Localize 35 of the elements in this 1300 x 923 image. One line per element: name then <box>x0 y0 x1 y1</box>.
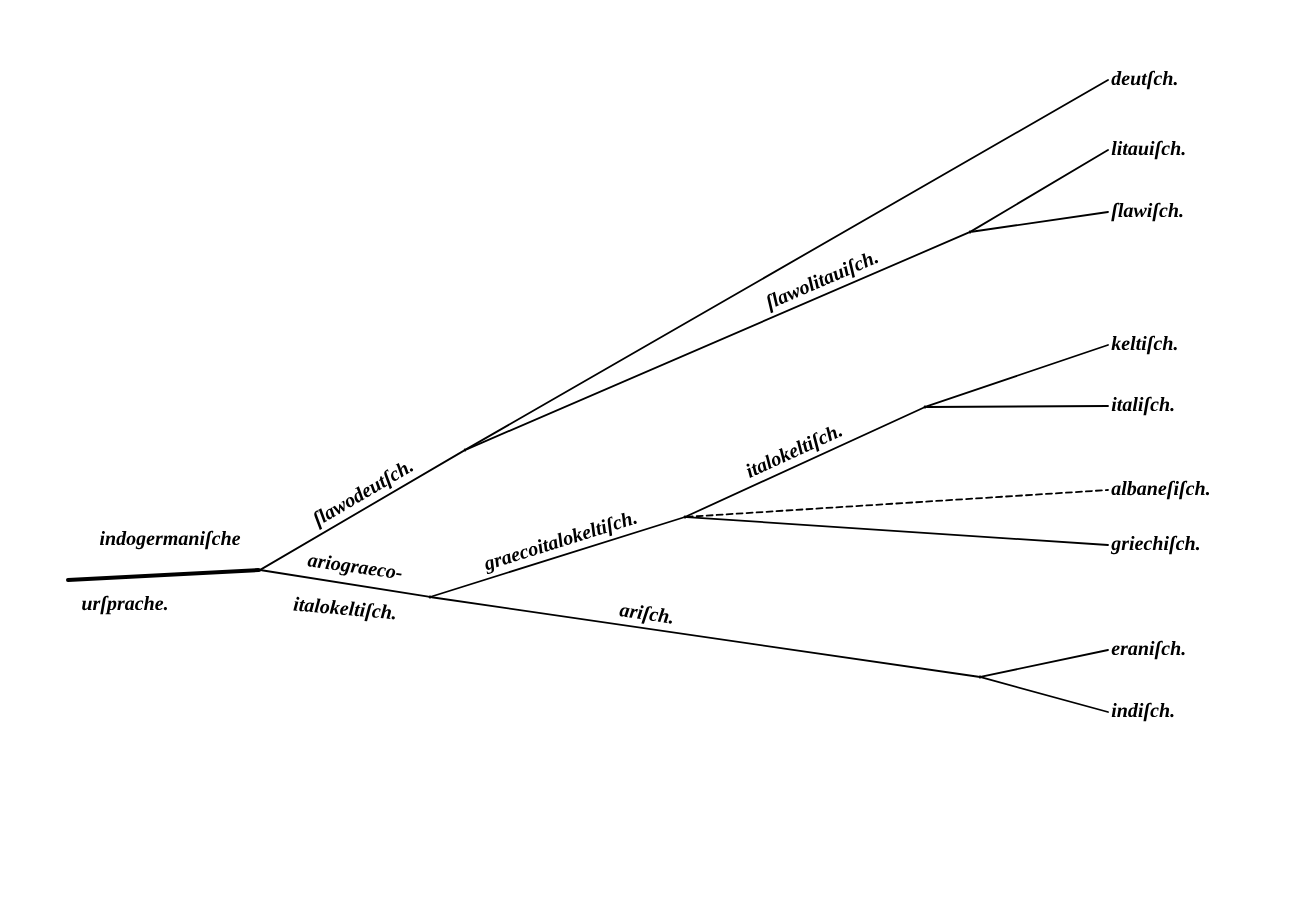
branch-line <box>970 211 1109 233</box>
branch-point <box>428 595 432 599</box>
language-name: keltiſch. <box>1111 335 1177 355</box>
branch-line <box>66 568 261 582</box>
branch-line <box>430 516 685 598</box>
branch-line <box>980 676 1109 713</box>
branch-label: ariſch. <box>619 605 672 624</box>
language-name: indiſch. <box>1111 702 1174 722</box>
branch-point <box>978 675 982 679</box>
branch-line <box>430 596 980 678</box>
branch-label: indogermaniſche <box>99 530 241 550</box>
branch-label: italokeltiſch. <box>293 596 395 622</box>
language-name: italiſch. <box>1111 396 1174 416</box>
branch-line <box>260 449 465 571</box>
language-name: litauiſch. <box>1111 140 1185 160</box>
branch-line <box>260 569 430 598</box>
branch-line <box>970 149 1109 232</box>
language-name: griechiſch. <box>1110 535 1200 555</box>
branch-line <box>925 405 1109 408</box>
branch-line <box>685 516 1109 546</box>
branch-line <box>980 649 1109 678</box>
branch-label: urſprache. <box>82 595 167 615</box>
branch-point <box>463 448 467 452</box>
branch-line <box>465 231 970 451</box>
branch-point <box>923 405 927 409</box>
language-name: eraniſch. <box>1111 640 1185 660</box>
language-name: albaneſiſch. <box>1111 480 1210 500</box>
branch-point <box>258 568 262 572</box>
branch-label: ariograeco- <box>307 555 402 578</box>
branch-point <box>683 515 687 519</box>
language-name: ſlawiſch. <box>1111 202 1183 222</box>
branch-line <box>685 406 925 518</box>
branch-point <box>968 230 972 234</box>
branch-line <box>925 344 1109 408</box>
language-name: deutſch. <box>1111 70 1177 90</box>
